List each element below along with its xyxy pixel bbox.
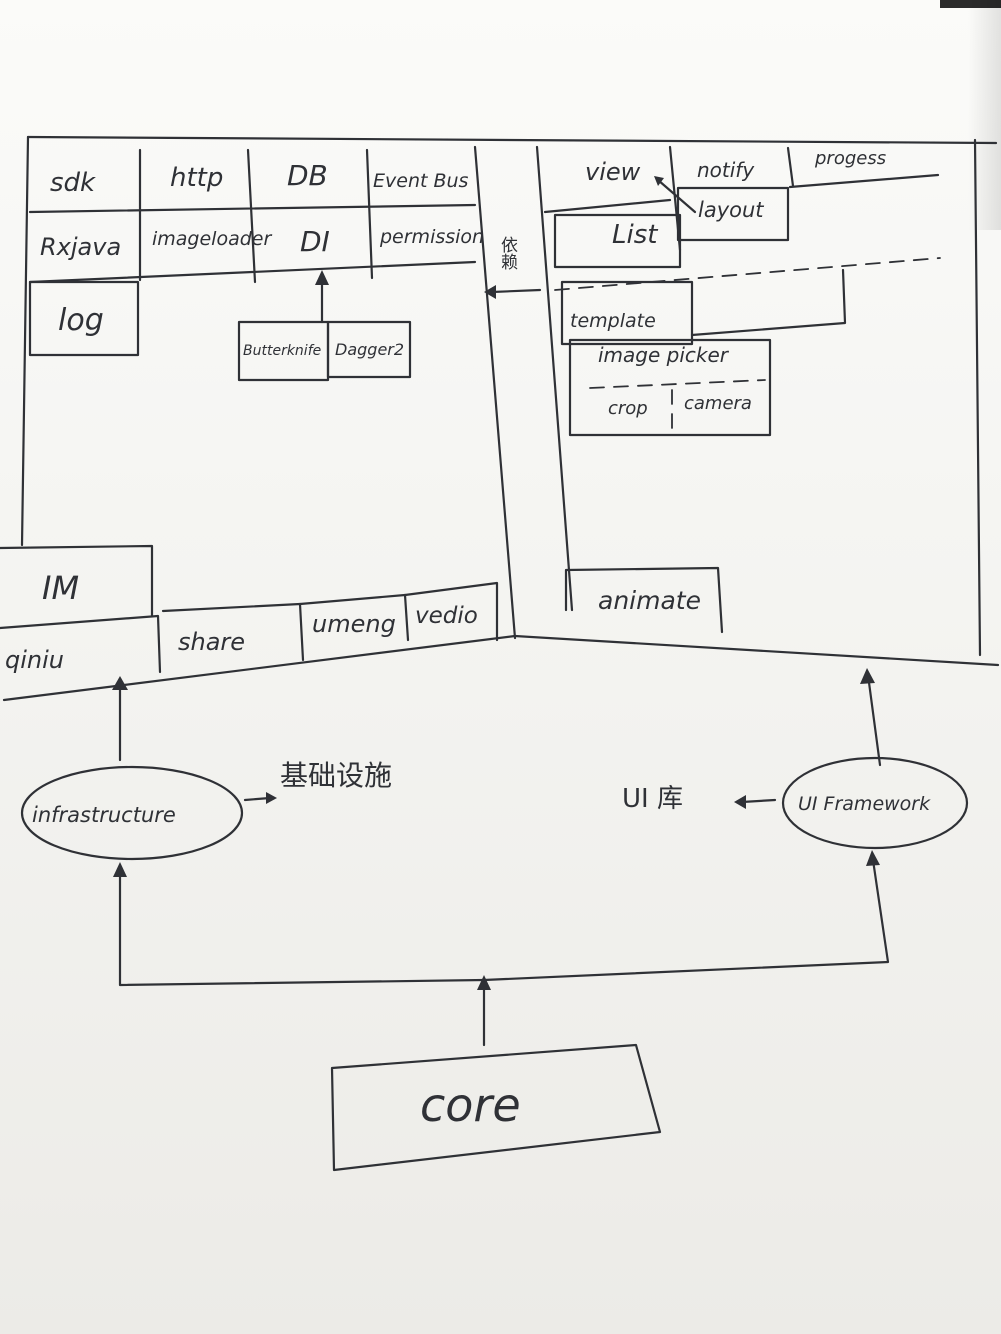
infra-note-arrow: [243, 796, 272, 802]
infrastructure-node: [20, 765, 244, 861]
module-log: log: [58, 303, 104, 338]
module-imageloader: imageloader: [152, 228, 272, 250]
image-picker-cell: [568, 338, 772, 437]
animate-box: [564, 566, 724, 634]
divider-arrow-line: [490, 288, 542, 294]
frame-bottom-line-right: [513, 634, 1000, 667]
core-right-arrowhead: [866, 850, 880, 866]
qiniu-box: [0, 614, 162, 674]
core-right-branch: [482, 858, 890, 982]
frame-bottom-line: [2, 634, 517, 702]
core-box: [330, 1043, 662, 1172]
module-sdk: sdk: [50, 168, 96, 198]
module-vedio: vedio: [415, 603, 478, 629]
ui-note-arrowhead: [734, 795, 746, 809]
frame-left-line: [20, 135, 30, 547]
ui-note-arrow: [740, 798, 777, 804]
dagger2-cell: [326, 320, 412, 379]
module-animate: animate: [598, 586, 701, 615]
vedio-box: [403, 581, 499, 642]
module-permission: permission: [380, 226, 485, 248]
module-umeng: umeng: [312, 610, 396, 638]
view-layout-arrowhead: [654, 176, 664, 186]
module-http: http: [170, 163, 224, 193]
module-event-bus: Event Bus: [373, 170, 469, 192]
module-camera: camera: [684, 393, 752, 414]
node-infrastructure: infrastructure: [32, 803, 176, 827]
divider-right-line: [535, 145, 574, 612]
module-layout: layout: [698, 198, 764, 222]
module-list: List: [612, 220, 658, 250]
core-left-arrowhead: [113, 862, 127, 877]
divider-arrowhead: [484, 285, 496, 299]
ui-dashed-separator: [554, 257, 941, 291]
di-butterknife: Butterknife: [243, 343, 322, 359]
grid-row2-bottom: [28, 260, 477, 284]
view-layout-arrow: [656, 178, 697, 214]
module-di: DI: [300, 225, 330, 258]
frame-top-line: [26, 135, 998, 145]
core-left-branch: [118, 870, 486, 987]
divider-left-line: [473, 145, 517, 640]
ui-up-arrowhead: [860, 668, 875, 684]
module-share: share: [178, 628, 246, 656]
module-progess: progess: [815, 148, 887, 169]
log-cell: [28, 280, 140, 357]
module-rxjava: Rxjava: [40, 233, 122, 261]
di-dagger2: Dagger2: [335, 340, 405, 359]
ui-framework-node: [781, 756, 969, 850]
module-template: template: [570, 310, 656, 332]
module-db: DB: [287, 159, 328, 192]
grid-row1-bottom: [28, 203, 477, 214]
node-ui-framework: UI Framework: [798, 793, 931, 815]
ui-row1-bottom-right: [788, 173, 940, 189]
module-notify: notify: [697, 158, 755, 182]
grid-col-db: [365, 148, 374, 280]
infra-note-arrowhead: [266, 792, 277, 804]
module-image-picker: image picker: [598, 343, 729, 367]
template-side-box: [690, 268, 847, 337]
image-picker-dash: [589, 379, 766, 389]
paper-shadow: [968, 0, 1001, 230]
ui-col-notify: [786, 146, 795, 188]
ui-up-arrow: [866, 673, 882, 767]
photo-edge-object: [940, 0, 1001, 8]
module-crop: crop: [608, 398, 648, 419]
module-view: view: [585, 158, 641, 186]
di-arrowhead: [315, 270, 329, 285]
infra-up-arrowhead: [112, 676, 128, 690]
grid-col-http: [246, 148, 257, 284]
divider-label: 依赖: [497, 236, 517, 270]
node-core: core: [420, 1078, 521, 1132]
template-cell: [560, 280, 694, 346]
ui-note: UI 库: [622, 784, 683, 814]
frame-right-line: [973, 138, 982, 657]
module-im: IM: [42, 569, 80, 607]
core-stem-arrowhead: [477, 975, 491, 990]
ui-row1-bottom: [543, 198, 672, 214]
module-qiniu: qiniu: [5, 646, 64, 674]
infra-note: 基础设施: [280, 759, 393, 792]
layout-cell: [676, 186, 790, 242]
im-box: [0, 544, 154, 618]
